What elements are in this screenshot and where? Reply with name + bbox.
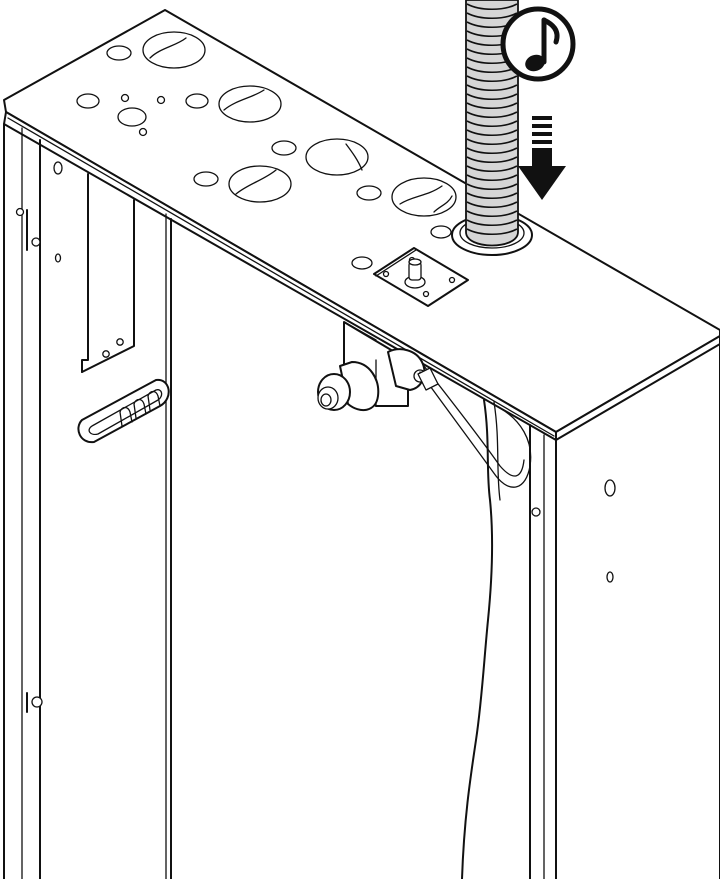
down-arrow-icon xyxy=(518,116,566,200)
cable-clip-holder xyxy=(77,378,170,444)
music-note-icon xyxy=(500,6,576,82)
signal-wire xyxy=(417,365,532,879)
hose-rib xyxy=(466,228,518,236)
hose-rib xyxy=(466,12,518,20)
knockout-holes xyxy=(76,31,457,270)
left-side-details xyxy=(15,161,63,713)
hose-rib xyxy=(466,174,518,182)
hose-rib xyxy=(466,75,518,83)
hose-rib xyxy=(466,201,518,209)
hose-rib xyxy=(466,3,518,11)
hose-rib xyxy=(466,165,518,173)
hose-rib xyxy=(466,183,518,191)
hose-rib xyxy=(466,219,518,227)
hose-rib xyxy=(466,156,518,164)
hose-rib xyxy=(466,210,518,218)
hose-rib xyxy=(466,192,518,200)
cabinet-front-frame xyxy=(3,123,720,879)
hose-rib xyxy=(466,111,518,119)
right-side-details xyxy=(531,479,616,583)
hose-rib xyxy=(466,102,518,110)
valve-connector xyxy=(317,321,427,412)
hose-rib xyxy=(466,129,518,137)
fitting-plate xyxy=(373,247,469,307)
mounting-bracket xyxy=(81,173,135,373)
hose-rib xyxy=(466,120,518,128)
hose-rib xyxy=(466,84,518,92)
hose-rib xyxy=(466,93,518,101)
hose-rib xyxy=(466,138,518,146)
hose-rib xyxy=(466,147,518,155)
